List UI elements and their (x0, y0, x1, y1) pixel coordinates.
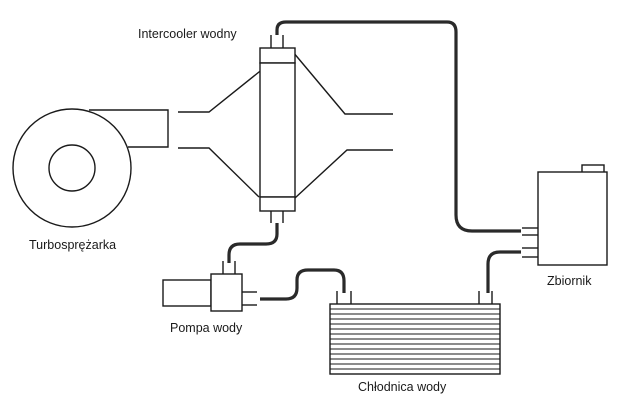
duct-right-upper (292, 51, 393, 115)
pump-body (210, 273, 243, 312)
label-radiator: Chłodnica wody (358, 380, 447, 394)
pipe-radiator-to-tank (486, 250, 521, 293)
turbo-housing (12, 108, 132, 228)
water-pump (162, 261, 257, 312)
label-water-tank: Zbiornik (547, 274, 592, 288)
pipe-intercooler-to-tank (275, 20, 521, 233)
intercooler (259, 35, 296, 223)
intercooler-core (259, 62, 296, 198)
turbo-inlet (48, 144, 96, 192)
turbo-outlet (89, 109, 169, 148)
tank-body (537, 171, 608, 266)
intercooler-bottom-cap (259, 196, 296, 212)
duct-left-lower (178, 147, 260, 198)
radiator (329, 291, 501, 375)
air-duct-right (292, 51, 393, 199)
intercooler-top-cap (259, 47, 296, 64)
pump-motor (162, 279, 212, 307)
pipe-intercooler-to-pump (227, 223, 279, 263)
pipe-pump-to-radiator (260, 268, 346, 301)
label-water-pump: Pompa wody (170, 321, 243, 335)
label-turbocharger: Turbosprężarka (29, 238, 117, 252)
air-duct-left (178, 67, 265, 198)
duct-left-upper (178, 67, 265, 113)
water-tank (522, 164, 608, 266)
label-intercooler: Intercooler wodny (138, 27, 237, 41)
turbocharger (12, 108, 169, 228)
duct-right-lower (294, 149, 393, 199)
radiator-fins (330, 308, 500, 370)
